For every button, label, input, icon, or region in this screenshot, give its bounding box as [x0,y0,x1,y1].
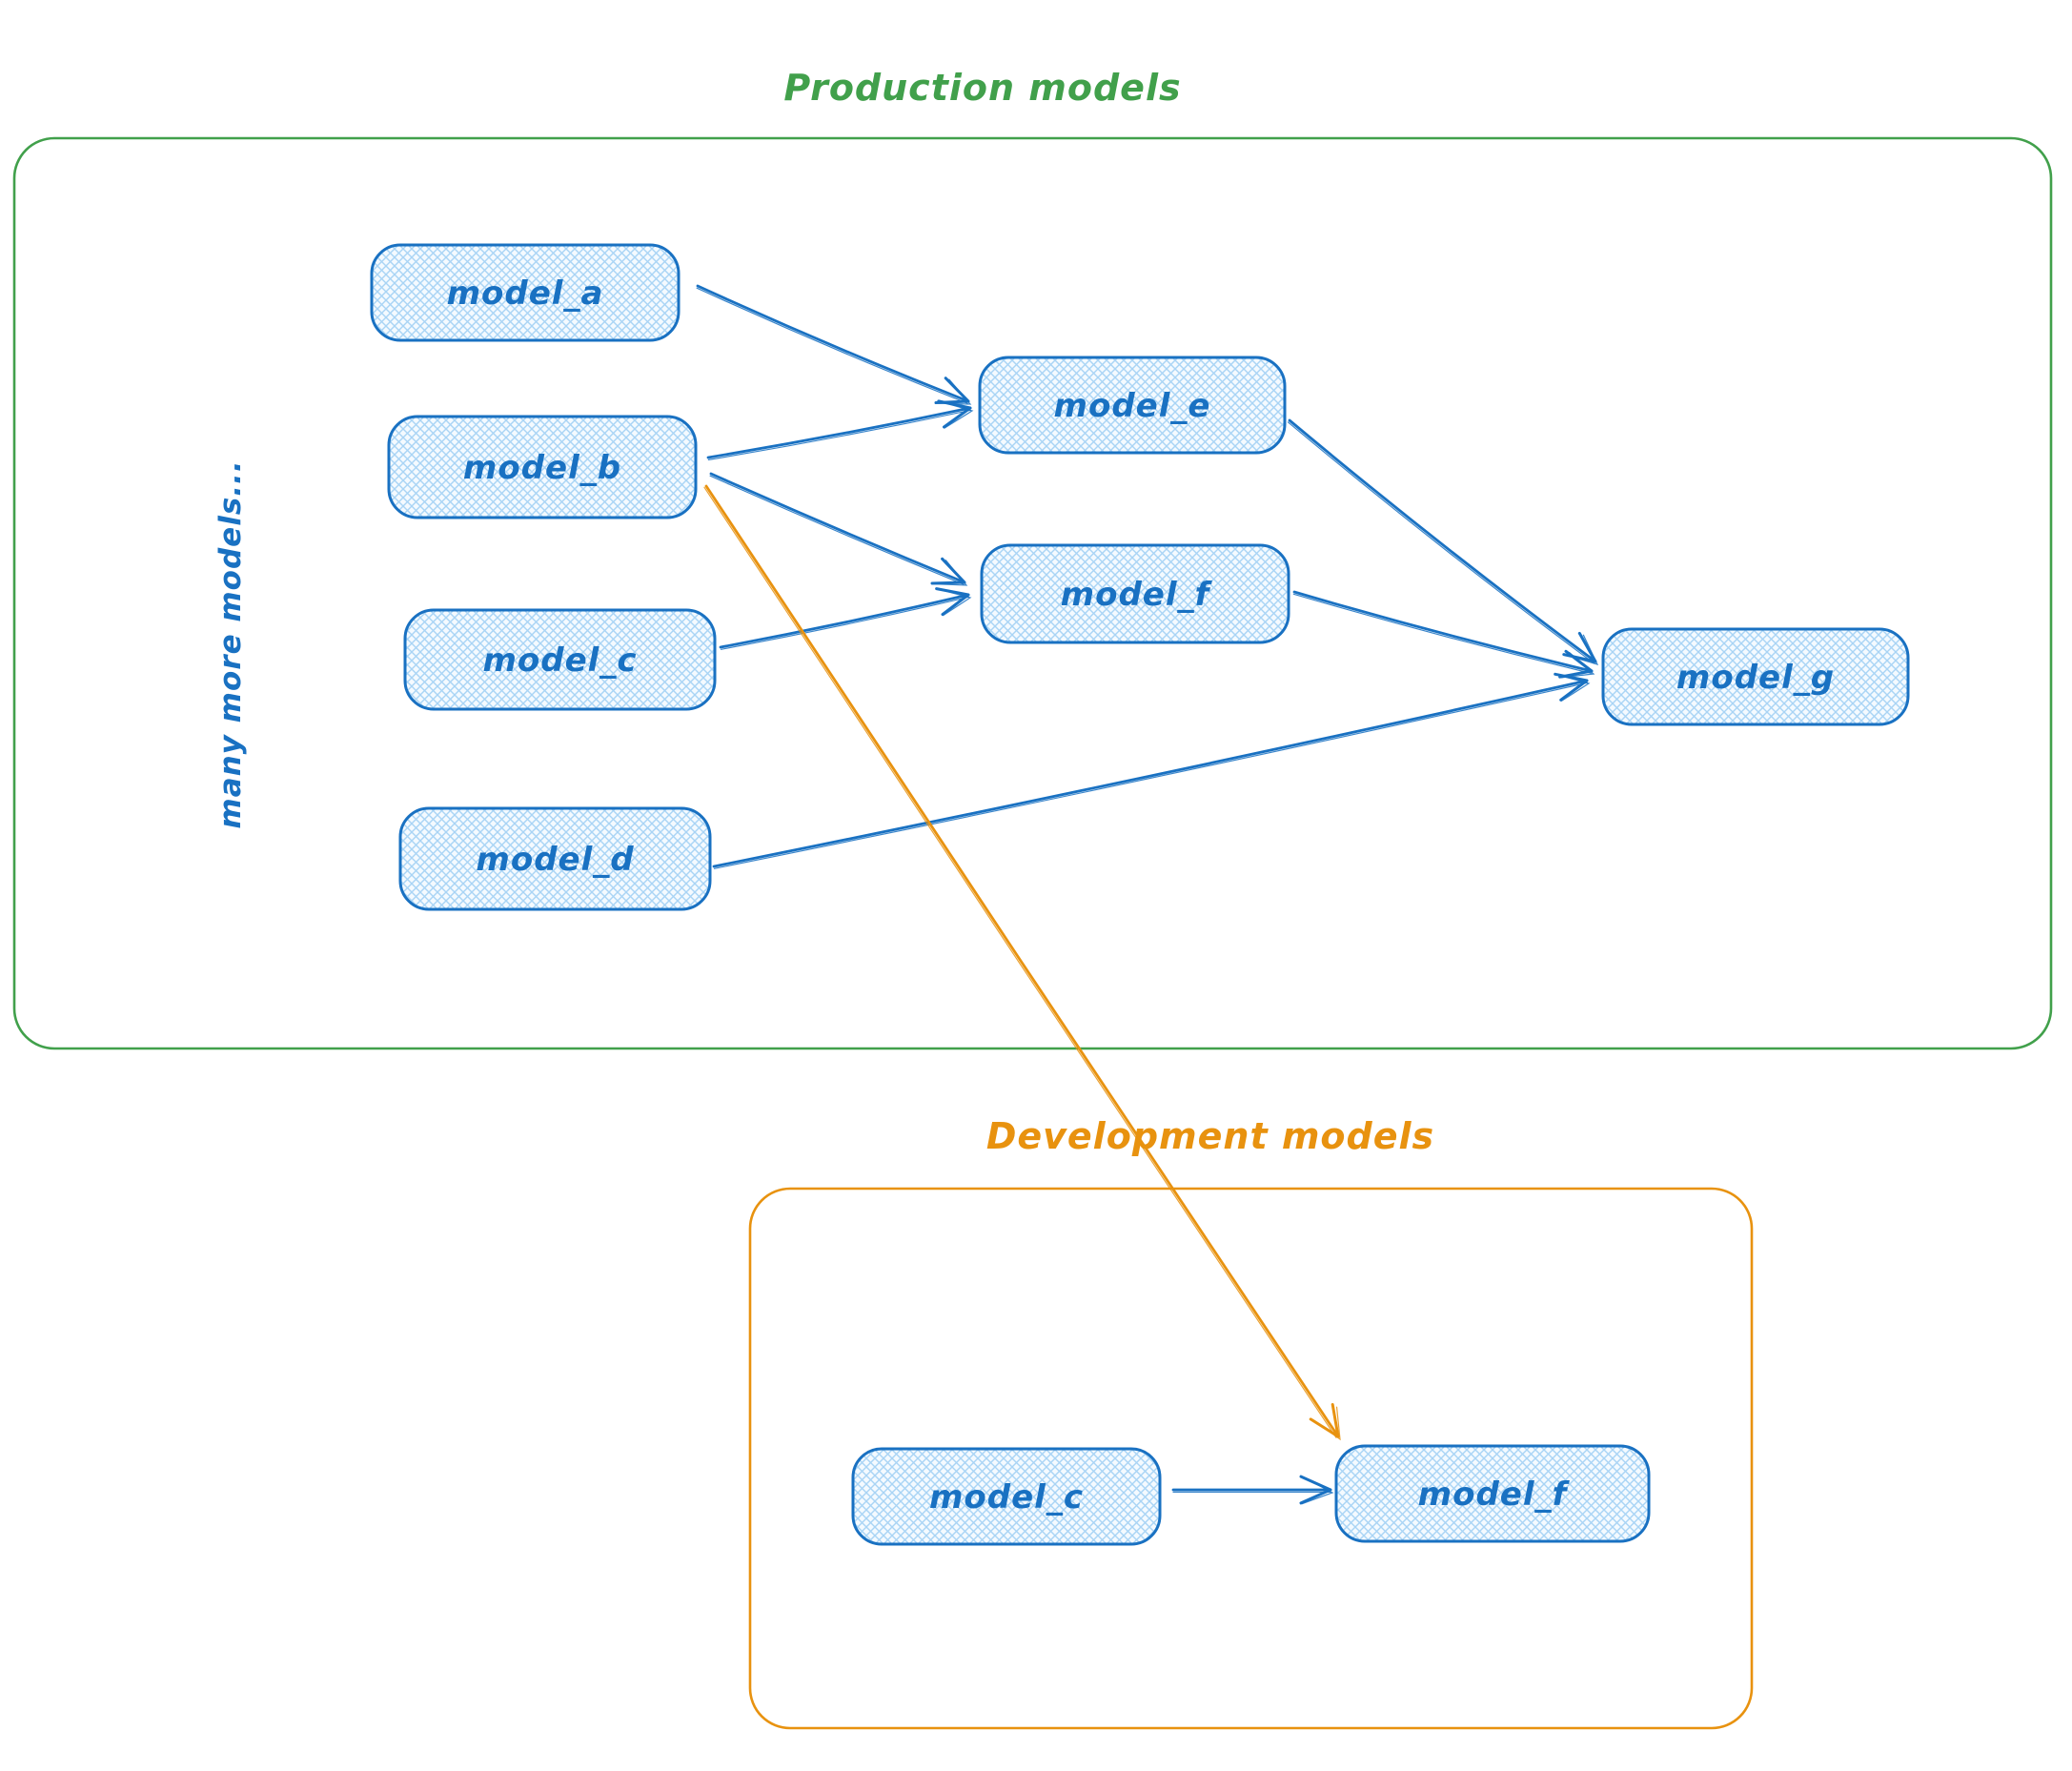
node-label: model_c [483,641,638,680]
node-model_g[interactable]: model_g [1601,627,1910,726]
node-model_e[interactable]: model_e [978,356,1287,455]
arrowhead [937,399,972,429]
node-box [1334,1444,1651,1543]
edge-dev_model_c-dev_model_f[interactable] [1171,1475,1334,1506]
edge-line-sketch [709,475,965,585]
edge-line [1292,590,1594,673]
node-model_d[interactable]: model_d [398,806,712,911]
nodes-layer: model_a model_b model_c model_d model_emodel… [370,243,1910,1546]
arrowhead-sketch [940,401,974,429]
node-label: model_f [1418,1476,1571,1514]
node-label: model_f [1061,576,1213,614]
node-label: model_e [1054,387,1211,425]
arrowhead [1558,649,1594,679]
node-box [403,608,717,711]
edge-line-sketch [713,682,1589,869]
edge-line-sketch [720,596,970,650]
edge-line-sketch [1292,593,1592,674]
many-more-models-note: many more models... [213,459,248,828]
edge-line [696,284,970,403]
node-box [398,806,712,911]
arrowhead-sketch [1312,1406,1341,1441]
production-models-title: Production models [783,67,1181,109]
node-box [1601,627,1910,726]
edge-line [712,679,1589,868]
node-model_f[interactable]: model_f [980,543,1290,644]
node-label: model_g [1676,659,1835,697]
edge-model_e-model_g[interactable] [1287,418,1600,665]
edge-model_b-model_e[interactable] [706,399,974,461]
edge-line [1288,418,1597,663]
edges-layer [696,284,1600,1506]
edge-line-sketch [703,486,1337,1438]
edge-line-sketch [696,287,968,404]
arrowhead-sketch [938,588,972,617]
edge-line [706,406,972,459]
node-dev_model_f[interactable]: model_f [1334,1444,1651,1543]
node-label: model_b [463,449,621,487]
node-box [980,543,1290,644]
edge-model_d-model_g[interactable] [712,672,1591,869]
node-box [978,356,1287,455]
edge-model_c-model_f[interactable] [719,587,972,650]
node-box [387,415,698,519]
arrowhead-sketch [933,560,968,586]
edge-line [704,484,1340,1438]
node-dev_model_c[interactable]: model_c [851,1447,1162,1546]
arrowhead [1554,672,1589,702]
arrowhead [935,587,970,617]
development-models-container[interactable] [748,1187,1754,1730]
edge-model_f-model_g[interactable] [1292,590,1595,680]
edge-line [719,593,970,649]
edge-line-sketch [707,409,972,461]
edge-line [709,472,966,584]
arrowhead-sketch [1301,1476,1334,1505]
arrowhead-sketch [1556,674,1591,702]
node-label: model_d [476,841,634,879]
node-model_b[interactable]: model_b [387,415,698,519]
edge-model_b-dev_model_f[interactable] [703,484,1342,1441]
node-model_a[interactable]: model_a [370,243,681,342]
node-box [851,1447,1162,1546]
edge-model_a-model_e[interactable] [696,284,972,405]
node-label: model_a [447,275,604,313]
edge-model_b-model_f[interactable] [709,472,968,586]
edge-line-sketch [1287,421,1595,664]
development-models-title: Development models [986,1115,1434,1157]
node-model_c[interactable]: model_c [403,608,717,711]
node-box [370,243,681,342]
production-models-container[interactable] [12,136,2053,1050]
node-label: model_c [929,1478,1084,1517]
